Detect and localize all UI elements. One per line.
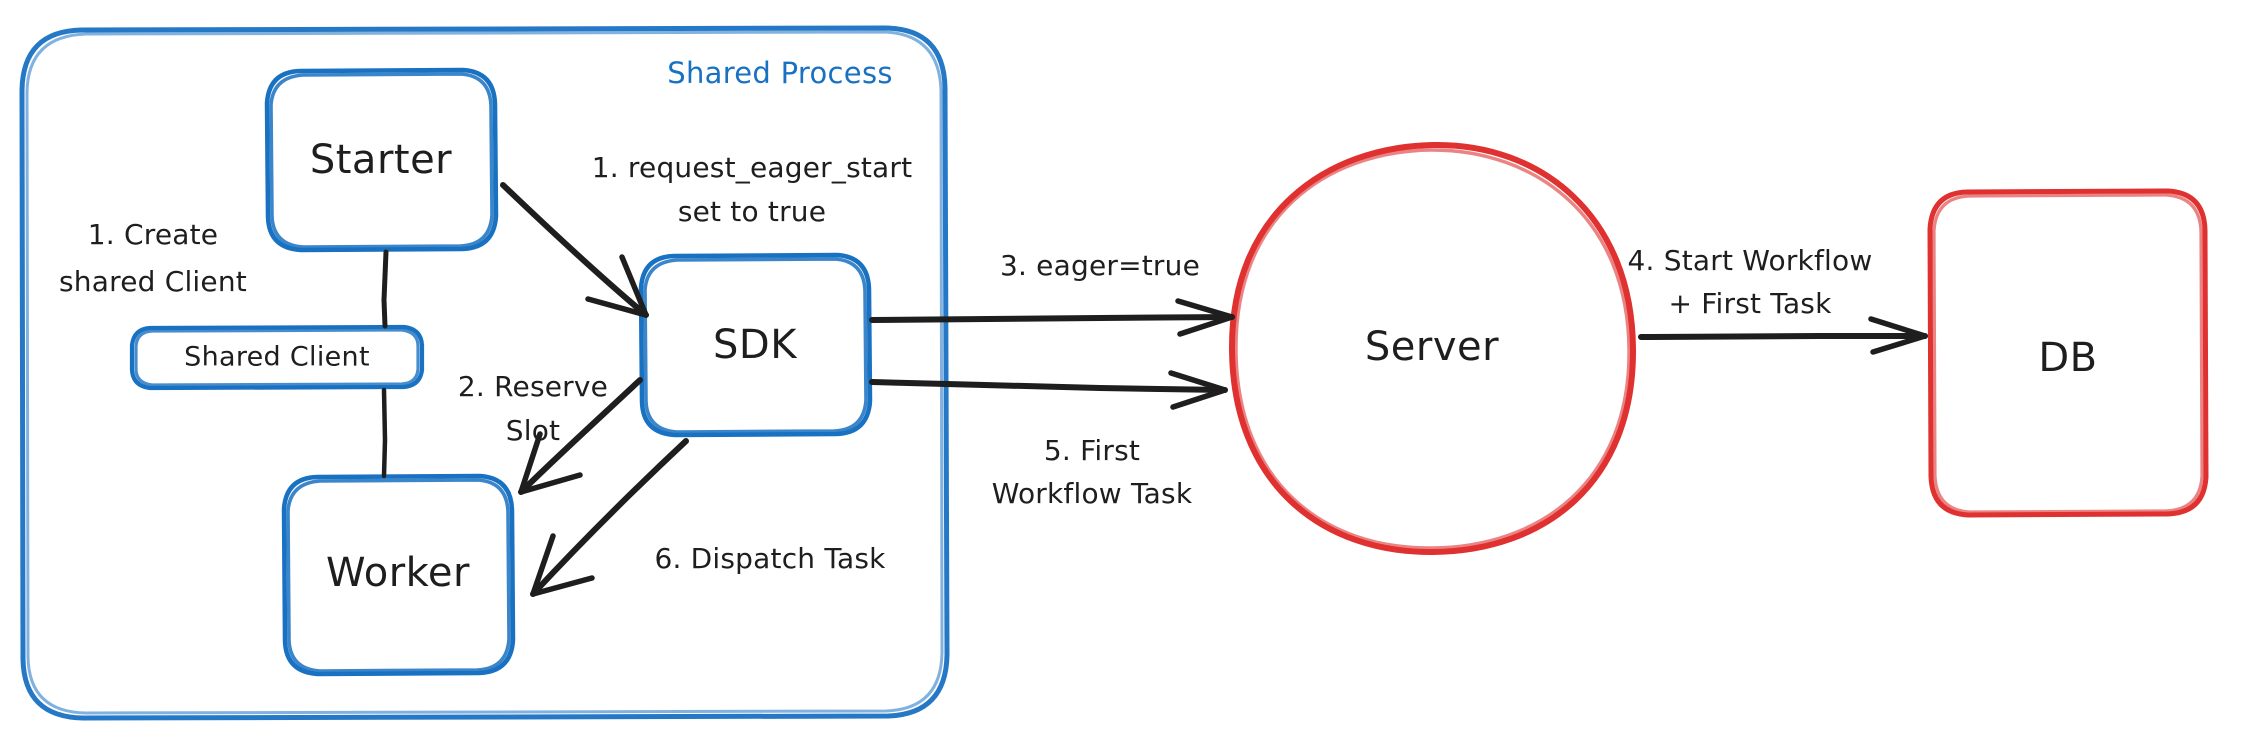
node-starter[interactable]: Starter	[264, 67, 499, 253]
node-server[interactable]: Server	[1228, 141, 1637, 556]
node-starter-label: Starter	[310, 137, 452, 183]
edge-dispatch-task[interactable]: 6. Dispatch Task	[530, 438, 886, 597]
node-sdk[interactable]: SDK	[638, 252, 873, 438]
edge-first-workflow-task[interactable]: 5. First Workflow Task	[869, 370, 1228, 510]
edge-create-shared-client[interactable]: 1. Create shared Client	[59, 218, 389, 479]
shared-process-container[interactable]: Shared Process	[19, 25, 950, 721]
node-sdk-label: SDK	[713, 322, 798, 368]
edge-reserve-slot-label-line2: Slot	[506, 414, 560, 447]
edge-start-workflow-label-line2: + First Task	[1668, 287, 1832, 320]
edge-request-eager-start-label-line2: set to true	[678, 195, 826, 228]
node-db[interactable]: DB	[1927, 188, 2209, 518]
node-shared-client-label: Shared Client	[184, 342, 370, 373]
edge-request-eager-start[interactable]: 1. request_eager_start set to true	[500, 151, 913, 318]
edge-request-eager-start-label-line1: 1. request_eager_start	[592, 151, 913, 184]
edge-start-workflow[interactable]: 4. Start Workflow + First Task	[1628, 244, 1928, 355]
node-worker[interactable]: Worker	[281, 473, 516, 677]
node-db-label: DB	[2038, 335, 2097, 381]
edge-start-workflow-label-line1: 4. Start Workflow	[1628, 244, 1873, 277]
edge-reserve-slot[interactable]: 2. Reserve Slot	[458, 370, 643, 495]
node-shared-client[interactable]: Shared Client	[129, 324, 425, 391]
edge-first-workflow-task-label-line2: Workflow Task	[992, 477, 1193, 510]
edge-first-workflow-task-label-line1: 5. First	[1044, 434, 1140, 467]
edge-create-shared-client-label-line1: 1. Create	[88, 218, 218, 251]
edge-dispatch-task-label: 6. Dispatch Task	[654, 542, 886, 575]
edge-reserve-slot-label-line1: 2. Reserve	[458, 370, 608, 403]
node-server-label: Server	[1365, 324, 1499, 370]
node-worker-label: Worker	[326, 550, 470, 596]
edge-create-shared-client-label-line2: shared Client	[59, 265, 247, 298]
shared-process-label: Shared Process	[667, 56, 893, 90]
edge-eager-true[interactable]: 3. eager=true	[869, 249, 1235, 337]
edge-eager-true-label: 3. eager=true	[1000, 249, 1200, 282]
